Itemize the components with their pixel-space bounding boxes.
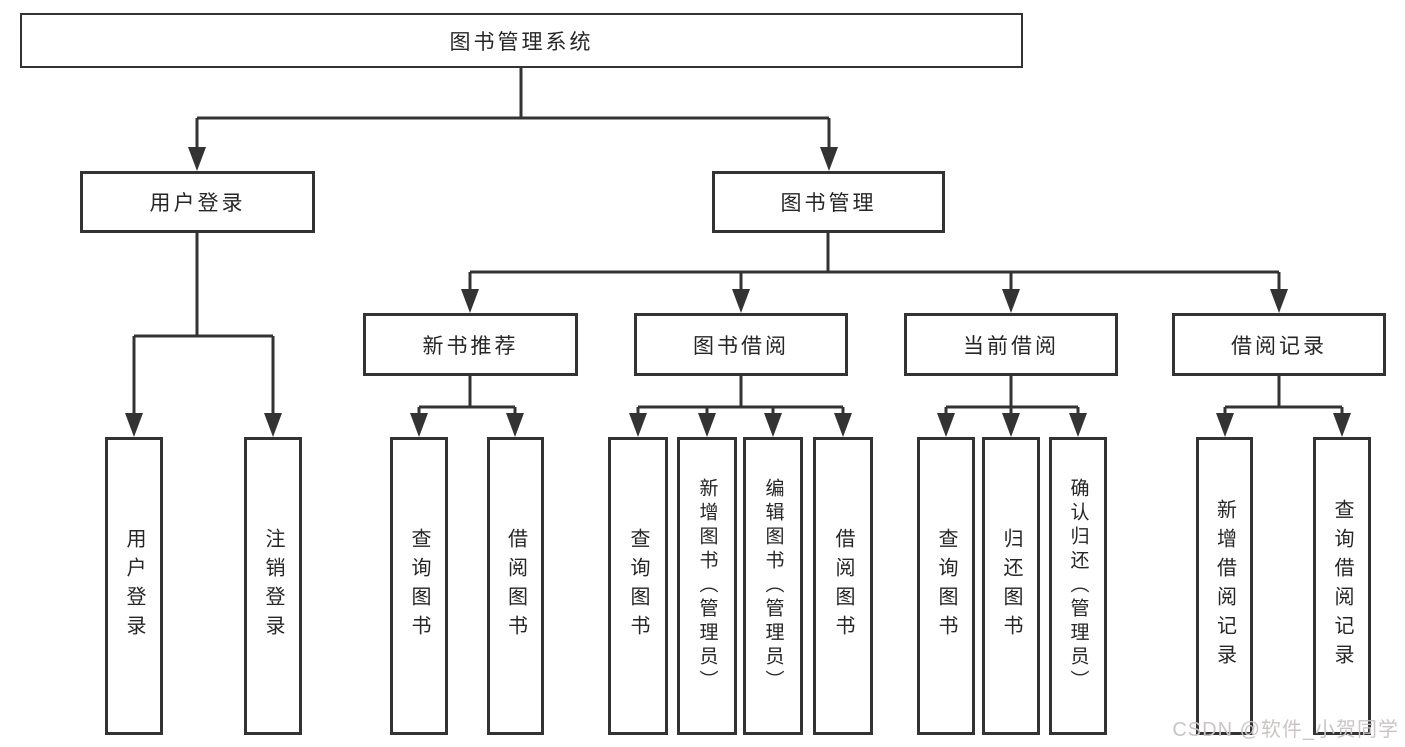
arrowheads-current-borrow-leaves — [937, 413, 1087, 437]
node-label: 图书借阅 — [693, 334, 789, 358]
connector-user-login-branch — [132, 233, 275, 416]
node-label: 用户登录 — [149, 192, 246, 215]
leaf-return-book: 归还图书 — [982, 437, 1040, 735]
node-label: 借阅图书 — [832, 528, 854, 644]
leaf-borrow-books: 借阅图书 — [813, 437, 873, 735]
node-current-borrow: 当前借阅 — [904, 313, 1118, 376]
leaf-query-books-current: 查询图书 — [917, 437, 975, 735]
node-label: 确认归还（管理员） — [1067, 478, 1089, 694]
leaf-confirm-return-admin: 确认归还（管理员） — [1049, 437, 1107, 735]
arrowheads-level3 — [461, 289, 1288, 313]
node-label: 借阅图书 — [504, 528, 527, 644]
leaf-user-login: 用户登录 — [105, 437, 163, 735]
arrowheads-level2 — [188, 147, 838, 171]
leaf-edit-book-admin: 编辑图书（管理员） — [743, 437, 803, 735]
node-borrow-records: 借阅记录 — [1172, 313, 1386, 376]
node-library-management-system: 图书管理系统 — [20, 13, 1023, 68]
node-label: 当前借阅 — [963, 334, 1059, 358]
node-label: 编辑图书（管理员） — [762, 478, 784, 694]
connector-book-management-branch — [468, 233, 1281, 292]
node-label: 新增借阅记录 — [1213, 499, 1236, 673]
node-label: 注销登录 — [262, 528, 284, 644]
leaf-query-books-recommend: 查询图书 — [390, 437, 448, 735]
leaf-logout: 注销登录 — [244, 437, 302, 735]
arrowheads-user-login-leaves — [125, 413, 282, 437]
node-label: 归还图书 — [1000, 528, 1022, 644]
node-label: 查询图书 — [935, 528, 957, 644]
node-label: 图书管理 — [780, 192, 877, 215]
node-label: 查询图书 — [627, 528, 649, 644]
node-label: 新书推荐 — [422, 334, 519, 358]
node-label: 新增图书（管理员） — [696, 478, 718, 694]
connector-root-to-level2 — [195, 68, 831, 150]
node-user-login: 用户登录 — [80, 171, 315, 233]
node-book-borrow: 图书借阅 — [634, 313, 848, 376]
node-book-management: 图书管理 — [712, 171, 945, 233]
leaf-add-book-admin: 新增图书（管理员） — [677, 437, 737, 735]
connector-new-book-branch — [417, 376, 517, 416]
leaf-query-borrow-record: 查询借阅记录 — [1313, 437, 1371, 735]
node-new-book-recommend: 新书推荐 — [363, 313, 578, 376]
leaf-borrow-books-recommend: 借阅图书 — [487, 437, 544, 735]
leaf-add-borrow-record: 新增借阅记录 — [1196, 437, 1253, 735]
node-label: 查询借阅记录 — [1331, 499, 1353, 673]
arrowheads-book-borrow-leaves — [629, 413, 852, 437]
arrowheads-new-book-leaves — [410, 413, 524, 437]
node-label: 借阅记录 — [1231, 334, 1327, 358]
connector-book-borrow-branch — [636, 376, 845, 416]
csdn-watermark: CSDN @软件_小贺同学 — [1172, 719, 1399, 741]
connector-borrow-record-branch — [1223, 376, 1344, 416]
connector-current-borrow-branch — [944, 376, 1080, 416]
arrowheads-borrow-record-leaves — [1216, 413, 1351, 437]
node-label: 查询图书 — [408, 528, 430, 644]
leaf-query-books-borrow: 查询图书 — [608, 437, 668, 735]
node-label: 图书管理系统 — [449, 30, 594, 54]
node-label: 用户登录 — [123, 528, 145, 644]
